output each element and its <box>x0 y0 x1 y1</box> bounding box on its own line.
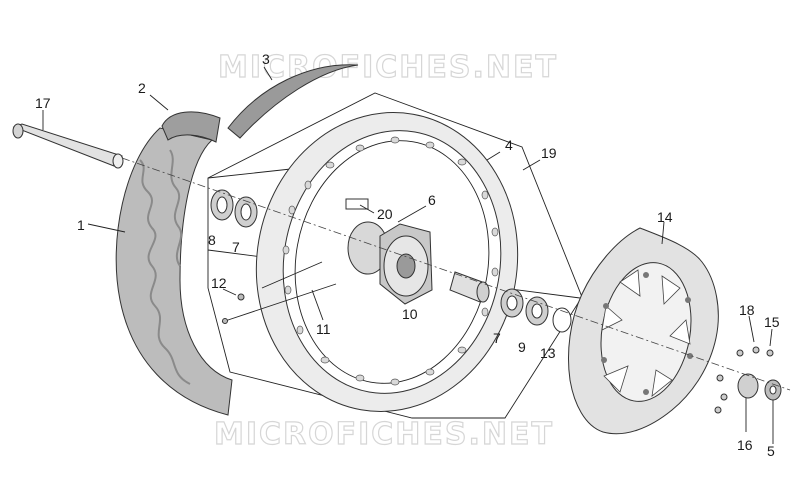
rim-band <box>161 111 221 143</box>
right-bearings <box>500 288 572 333</box>
callout-13: 13 <box>540 345 556 361</box>
callout-12: 12 <box>211 275 227 291</box>
axle <box>12 123 124 169</box>
callout-10: 10 <box>402 306 418 322</box>
watermark-top: MICROFICHES.NET <box>218 50 558 85</box>
spokes <box>221 261 337 324</box>
callout-16: 16 <box>737 437 753 453</box>
rim-tape <box>227 64 359 139</box>
disc-fasteners <box>714 346 782 414</box>
callout-5: 5 <box>767 443 775 459</box>
callout-20: 20 <box>377 206 393 222</box>
callout-8: 8 <box>208 232 216 248</box>
leader-lines <box>42 66 774 444</box>
axis-line <box>121 157 791 391</box>
brake-disc <box>568 227 719 435</box>
callout-6: 6 <box>428 192 436 208</box>
callout-9: 9 <box>518 339 526 355</box>
callout-11: 11 <box>316 321 331 337</box>
tire <box>115 127 233 416</box>
spacer <box>449 271 490 303</box>
callout-3: 3 <box>262 51 270 67</box>
callout-7-left: 7 <box>232 239 240 255</box>
left-bearings <box>210 189 258 228</box>
callout-14: 14 <box>657 209 673 225</box>
callout-4: 4 <box>505 137 513 153</box>
callout-17: 17 <box>35 95 51 111</box>
hub <box>347 221 433 305</box>
outline-inner-1 <box>207 167 301 179</box>
label-sticker <box>345 198 369 210</box>
watermark-bottom: MICROFICHES.NET <box>214 417 554 452</box>
callout-18: 18 <box>739 302 755 318</box>
callout-19: 19 <box>541 145 557 161</box>
assembly-outline <box>207 92 583 419</box>
callout-15: 15 <box>764 314 780 330</box>
callout-1: 1 <box>77 217 85 233</box>
callout-7-right: 7 <box>493 330 501 346</box>
callout-2: 2 <box>138 80 146 96</box>
